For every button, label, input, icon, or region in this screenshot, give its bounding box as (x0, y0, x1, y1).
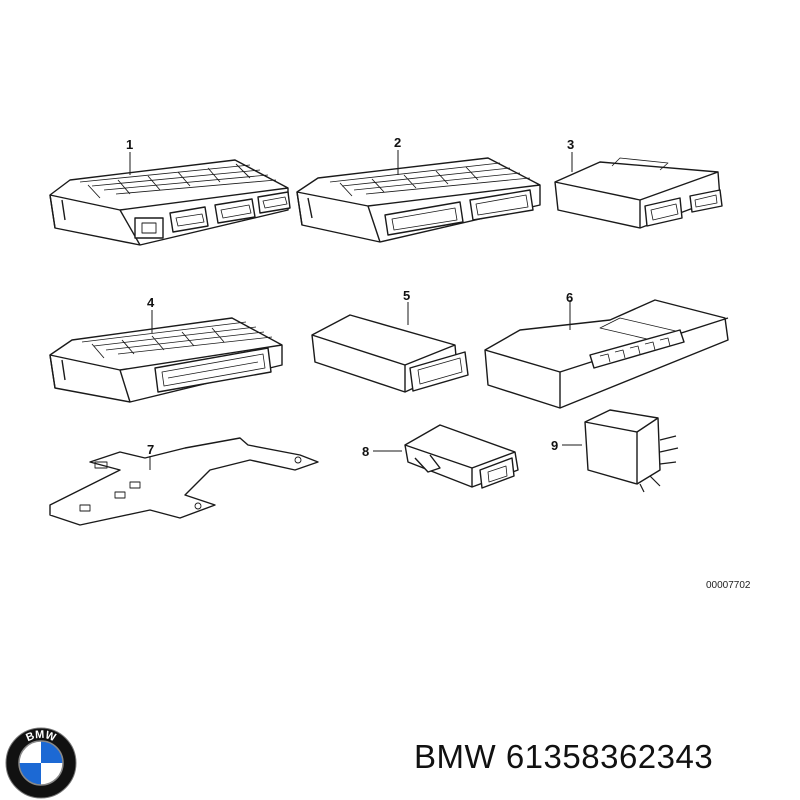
part-3-control-module (554, 157, 723, 229)
part-label-7: 7 (147, 442, 154, 457)
part-label-5: 5 (403, 288, 410, 303)
part-number: 61358362343 (505, 738, 714, 775)
part-4-control-module (49, 317, 283, 403)
diagram-reference-code: 00007702 (706, 580, 751, 591)
part-label-8: 8 (362, 444, 369, 459)
bmw-logo-icon: BMW (5, 727, 77, 799)
part-label-9: 9 (551, 438, 558, 453)
part-8-relay-module (404, 424, 519, 489)
part-9-relay (584, 409, 679, 493)
brand-name: BMW (414, 738, 497, 775)
bmw-logo-text: BMW (24, 729, 58, 744)
part-label-3: 3 (567, 137, 574, 152)
part-label-4: 4 (147, 295, 155, 310)
part-2-control-module (296, 157, 541, 243)
part-number-caption: BMW 61358362343 (414, 738, 713, 776)
part-label-2: 2 (394, 135, 401, 150)
part-1-control-module (49, 159, 291, 246)
part-label-1: 1 (126, 137, 133, 152)
part-6-control-module (484, 299, 729, 409)
part-label-6: 6 (566, 290, 573, 305)
part-5-control-module (311, 314, 469, 393)
part-7-mounting-bracket (49, 437, 319, 526)
